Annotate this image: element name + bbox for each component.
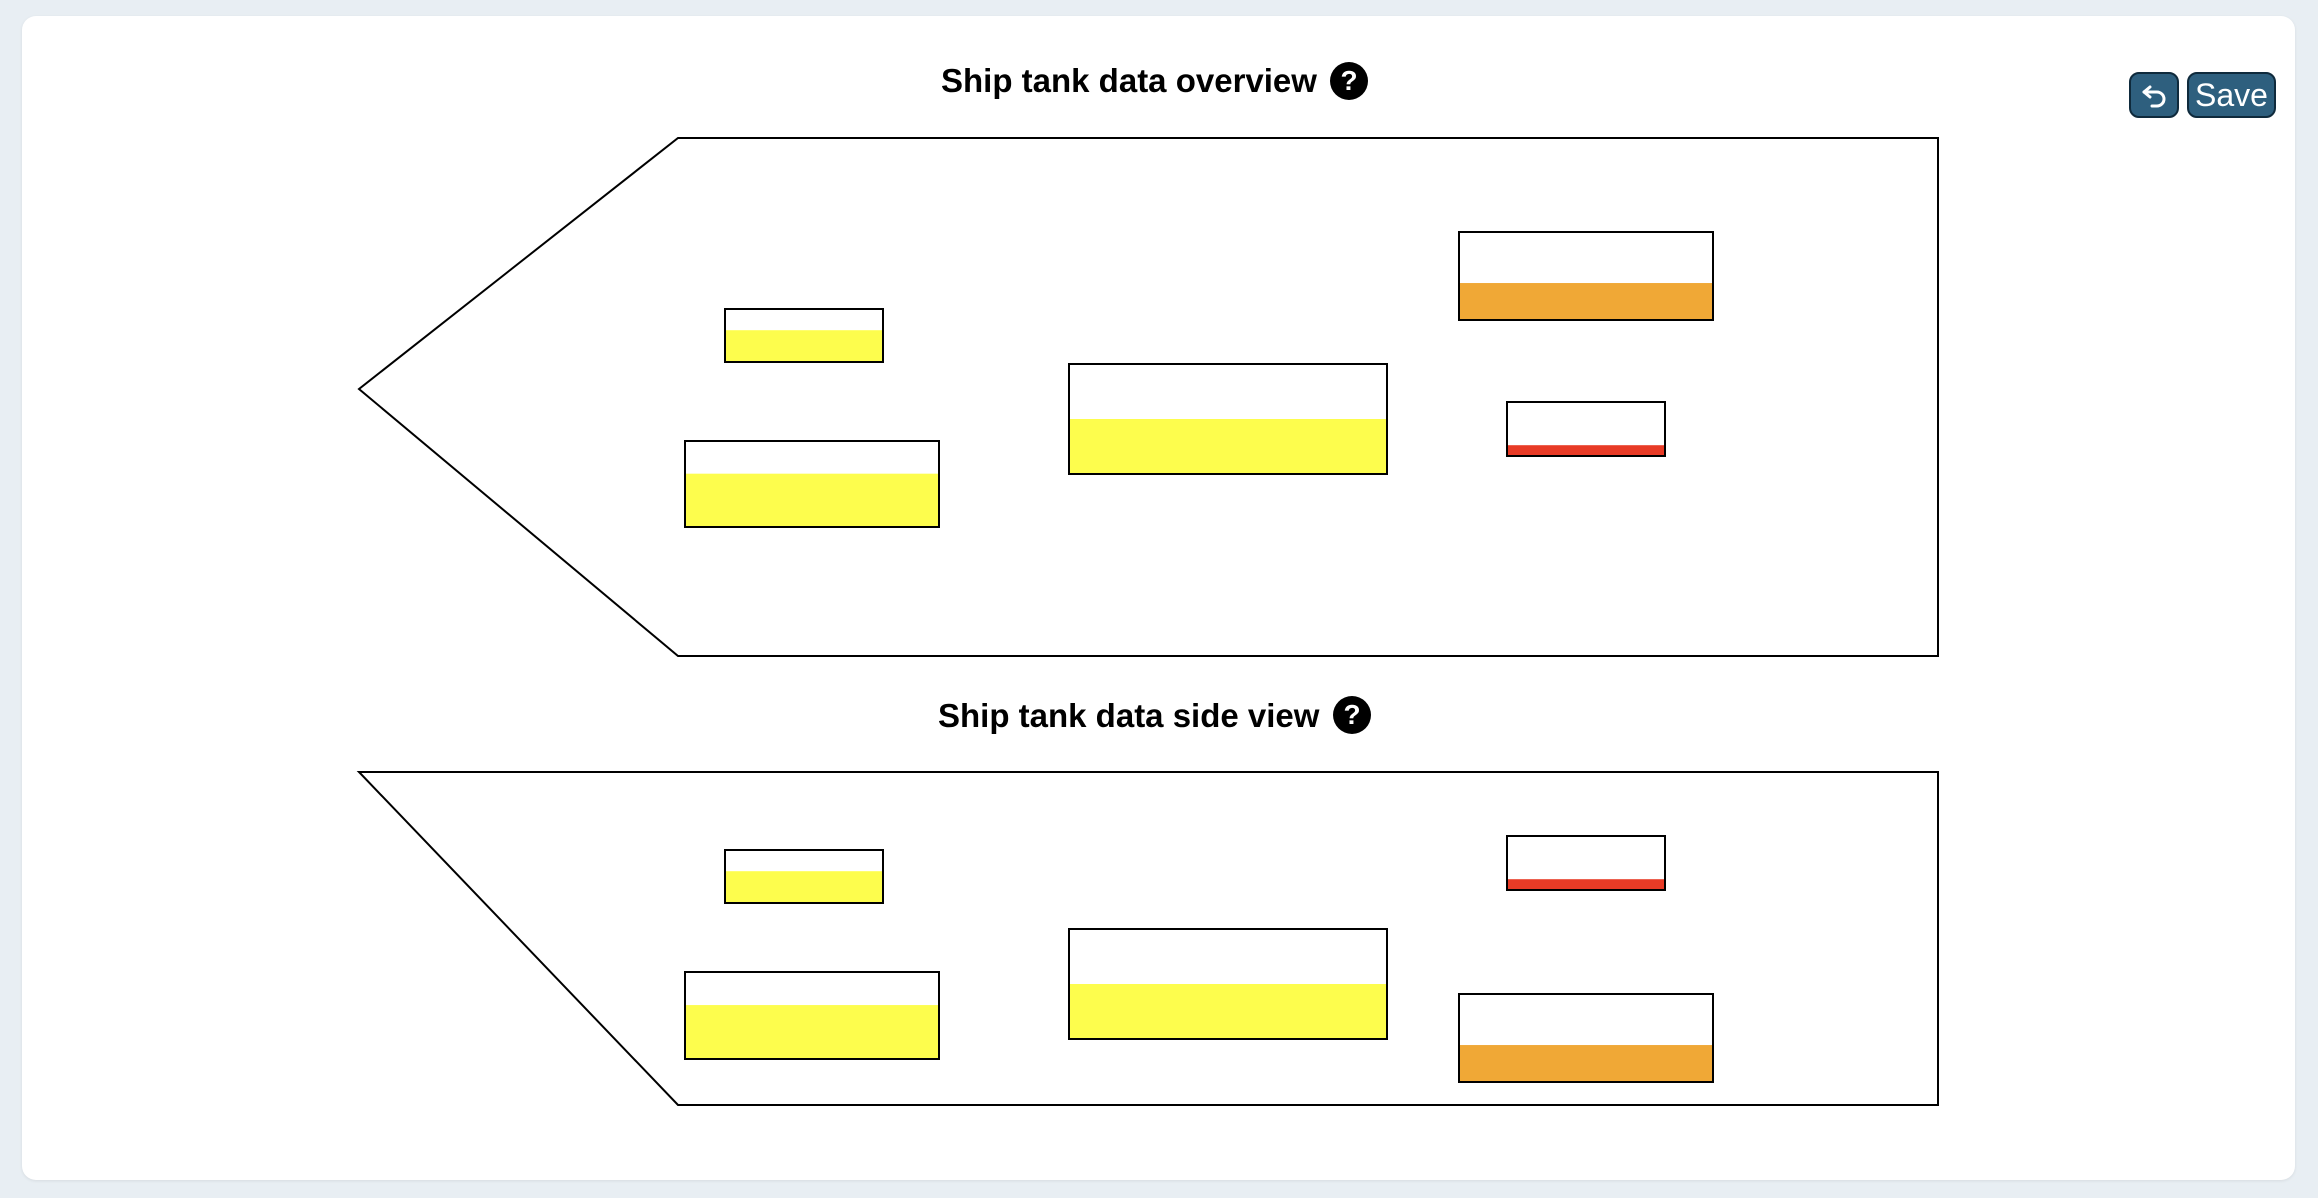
side-view-tank-level-t3: [1069, 984, 1387, 1039]
overview-help-icon[interactable]: ?: [1330, 62, 1368, 100]
overview-tank-level-t2: [685, 473, 939, 527]
side-view-tank-t1[interactable]: [724, 849, 884, 904]
overview-tank-level-t3: [1069, 419, 1387, 474]
overview-tank-t4[interactable]: [1458, 231, 1714, 321]
overview-tank-t3[interactable]: [1068, 363, 1388, 475]
overview-tank-level-t5: [1507, 445, 1665, 456]
overview-tanks: [684, 231, 1714, 528]
side-view-tank-t3[interactable]: [1068, 928, 1388, 1040]
save-button[interactable]: Save: [2187, 72, 2276, 118]
overview-tank-level-t4: [1459, 283, 1713, 320]
overview-tank-level-t1: [725, 330, 883, 362]
side-view-tank-t5[interactable]: [1506, 835, 1666, 891]
overview-tank-t1[interactable]: [724, 308, 884, 363]
side-view-tank-level-t5: [1507, 879, 1665, 890]
back-button[interactable]: [2129, 72, 2179, 118]
side-view-help-icon[interactable]: ?: [1333, 696, 1371, 734]
overview-title: Ship tank data overview: [941, 62, 1317, 99]
ship-hull-side-view: [356, 771, 1939, 1106]
overview-tank-t2[interactable]: [684, 440, 940, 528]
undo-arrow-icon: [2142, 85, 2166, 108]
side-view-tanks: [684, 835, 1714, 1083]
side-view-title: Ship tank data side view: [938, 697, 1320, 734]
side-view-tank-t2[interactable]: [684, 971, 940, 1060]
side-view-tank-level-t1: [725, 871, 883, 903]
ship-hull-overview: [357, 137, 1939, 657]
side-view-tank-level-t4: [1459, 1045, 1713, 1082]
side-view-tank-t4[interactable]: [1458, 993, 1714, 1083]
side-view-tank-level-t2: [685, 1005, 939, 1059]
overview-tank-t5[interactable]: [1506, 401, 1666, 457]
